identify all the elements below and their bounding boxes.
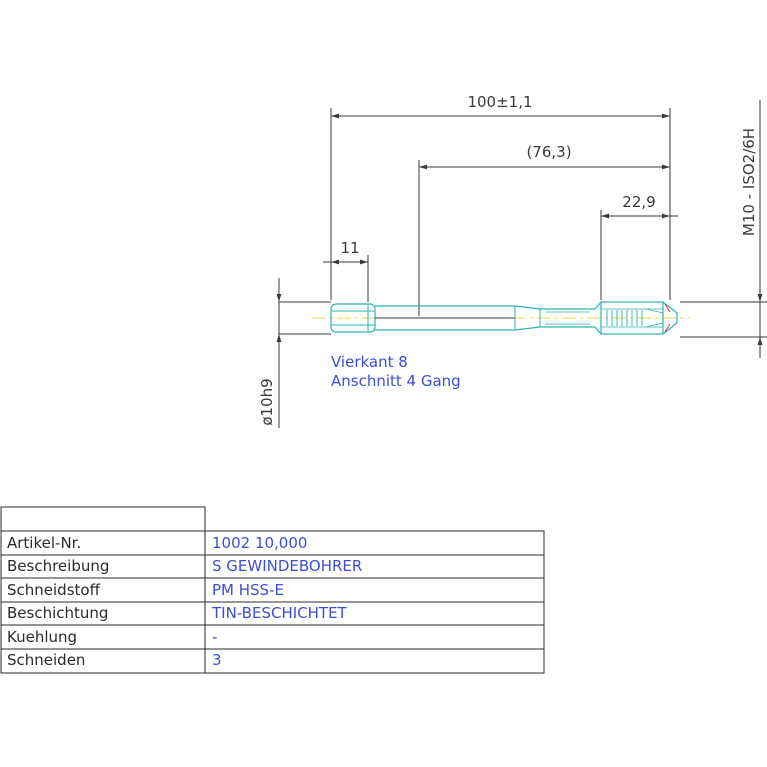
tap-tool-body	[312, 301, 690, 335]
table-row-label: Beschichtung	[7, 604, 108, 622]
dim-thread-length: 22,9	[600, 193, 678, 300]
table-row-value: S GEWINDEBOHRER	[212, 557, 362, 575]
table-row-label: Beschreibung	[7, 557, 109, 575]
table-row-value: PM HSS-E	[212, 581, 284, 599]
dim-overall-length-label: 100±1,1	[467, 93, 532, 111]
note-chamfer: Anschnitt 4 Gang	[331, 372, 461, 390]
table-row-label: Artikel-Nr.	[7, 534, 81, 552]
dim-shank-diameter-label: ø10h9	[258, 378, 276, 425]
table-row-label: Schneidstoff	[7, 581, 101, 599]
table-row-label: Schneiden	[7, 651, 85, 669]
dim-shank-length: (76,3)	[418, 143, 670, 316]
dim-thread-length-label: 22,9	[622, 193, 655, 211]
dim-shank-length-label: (76,3)	[526, 143, 571, 161]
table-row-label: Kuehlung	[7, 628, 77, 646]
article-info-table: Artikel-Nr. 1002 10,000 Beschreibung S G…	[0, 506, 545, 674]
dim-shank-diameter: ø10h9	[258, 278, 331, 428]
dim-square-length-label: 11	[340, 239, 359, 257]
dim-thread-spec: M10 - ISO2/6H	[680, 100, 767, 358]
note-square: Vierkant 8	[331, 353, 408, 371]
table-row-value: 1002 10,000	[212, 534, 307, 552]
table-row-value: 3	[212, 651, 222, 669]
dim-overall-length: 100±1,1	[330, 93, 671, 300]
dim-thread-spec-label: M10 - ISO2/6H	[740, 128, 758, 236]
table-header-cell	[0, 506, 206, 532]
dim-square-length: 11	[323, 239, 369, 302]
table-row-value: -	[212, 628, 217, 646]
table-row-value: TIN-BESCHICHTET	[211, 604, 348, 622]
